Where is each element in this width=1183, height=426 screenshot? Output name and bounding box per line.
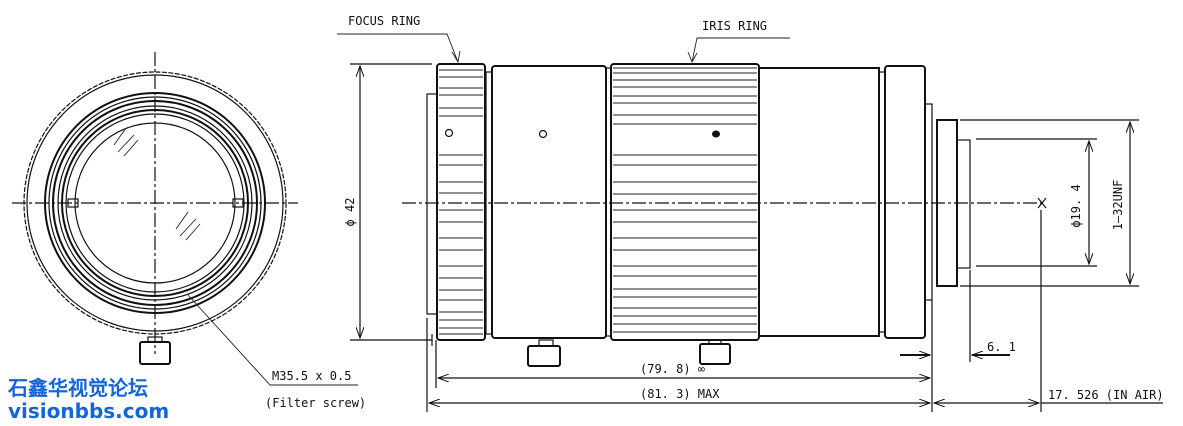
glass-reflection-icon (175, 211, 201, 241)
watermark-chinese: 石鑫华视觉论坛 (8, 376, 148, 400)
iris-ring-label: IRIS RING (702, 19, 767, 33)
outer-diameter-label: ϕ 42 (343, 198, 357, 227)
iris-ring-knurl (613, 67, 757, 333)
front-ring (57, 105, 253, 301)
side-view: ϕ 42 FOCUS RING (337, 14, 1164, 412)
front-ring (44, 92, 266, 314)
front-bezel (426, 93, 438, 315)
focus-ring (436, 63, 486, 341)
watermark-url: visionbbs.com (8, 399, 170, 423)
front-glass (74, 122, 236, 284)
filter-thread-note: (Filter screw) (265, 396, 366, 410)
mount-flange (924, 103, 933, 301)
filter-thread-ring (65, 113, 245, 293)
iris-lock-screw (699, 343, 731, 365)
front-outer-ring (26, 74, 284, 332)
front-notch-left (67, 198, 79, 208)
barrel-index-dot (538, 129, 548, 139)
focus-leader-arrow-icon (451, 50, 461, 64)
focus-ring-knurl (439, 69, 483, 335)
front-ring (48, 96, 262, 310)
focus-ring-leader (337, 33, 459, 63)
focus-ring-label: FOCUS RING (348, 14, 420, 28)
filter-thread-label: M35.5 x 0.5 (272, 369, 351, 383)
iris-leader-arrow-icon (687, 51, 698, 64)
front-notch-right (232, 198, 244, 208)
barrel-section-front (491, 65, 607, 339)
front-ring (52, 100, 258, 306)
spigot-diameter-label: ϕ19. 4 (1069, 184, 1083, 227)
filter-thread-leader (187, 294, 358, 386)
mount-spigot (956, 139, 971, 269)
back-focus-label: 17. 526 (IN AIR) (1048, 388, 1164, 402)
focus-lock-screw (527, 345, 561, 367)
rear-collar (884, 65, 926, 339)
focal-point-icon (1037, 197, 1047, 209)
focus-index-dot (444, 128, 454, 138)
lock-screw-knob (139, 341, 171, 365)
front-view: M35.5 x 0.5 (Filter screw) (12, 52, 366, 410)
front-knurl-ring (23, 71, 287, 335)
length-infinity-label: (79. 8) ∞ (640, 362, 705, 376)
iris-ring-leader (691, 37, 790, 63)
length-max-label: (81. 3) MAX (640, 387, 720, 401)
iris-ring (610, 63, 760, 341)
flange-depth-label: 6. 1 (987, 340, 1016, 354)
glass-reflection-icon (113, 127, 139, 157)
front-ring (61, 109, 249, 297)
barrel-section-rear (758, 67, 880, 337)
mount-thread-label: 1–32UNF (1111, 180, 1125, 231)
iris-index-dot (712, 130, 720, 138)
